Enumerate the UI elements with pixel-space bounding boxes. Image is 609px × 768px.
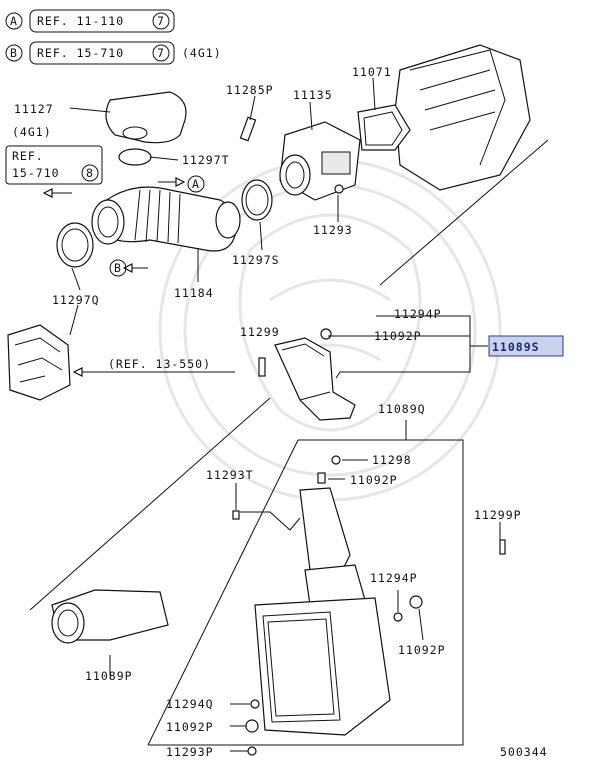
- clamp-11297t: [118, 148, 152, 166]
- ref-b[interactable]: B REF. 15-710 7 (4G1): [5, 41, 222, 65]
- ref-box-num-circle: [81, 164, 99, 182]
- clip-11298: [331, 455, 341, 465]
- intake-hose-11184: [91, 186, 241, 252]
- clamp-11297s: [241, 179, 273, 221]
- callout-b-circle: [109, 259, 127, 277]
- label-11127[interactable]: 11127: [14, 102, 54, 116]
- ref-b-circle: [5, 44, 23, 62]
- nut-11092p-right: [409, 595, 423, 609]
- ref-b-letter: B: [10, 46, 18, 60]
- label-11285p[interactable]: 11285P: [226, 83, 274, 97]
- nut-11092p-bottom: [245, 719, 259, 733]
- clip-11294q: [250, 699, 260, 709]
- label-11092p-bottom[interactable]: 11092P: [166, 720, 214, 734]
- ref-box-num: 8: [86, 166, 94, 180]
- resonator-11127: [105, 91, 187, 144]
- label-11184[interactable]: 11184: [174, 286, 214, 300]
- label-11294q[interactable]: 11294Q: [166, 697, 214, 711]
- ref-b-text: REF. 15-710: [37, 46, 124, 60]
- airflow-sensor: [279, 121, 361, 201]
- highlight-11089s: [488, 335, 564, 357]
- ref-a-letter: A: [10, 14, 18, 28]
- label-11297s[interactable]: 11297S: [232, 253, 280, 267]
- ref-box-line2: 15-710: [12, 166, 60, 180]
- label-11293[interactable]: 11293: [313, 223, 353, 237]
- label-11297q[interactable]: 11297Q: [52, 293, 100, 307]
- nut-11092p-mid: [317, 472, 326, 484]
- air-cleaner-housing: [357, 44, 531, 191]
- label-4g1: (4G1): [12, 125, 52, 139]
- label-11089q[interactable]: 11089Q: [378, 402, 426, 416]
- callout-a[interactable]: A: [187, 175, 205, 193]
- grommet-11293p: [247, 746, 257, 756]
- label-11092p-top[interactable]: 11092P: [374, 329, 422, 343]
- label-11089s[interactable]: 11089S: [492, 340, 540, 354]
- label-11135[interactable]: 11135: [293, 88, 333, 102]
- ref-box-15-710[interactable]: REF. 15-710 8: [5, 145, 103, 185]
- assembly-11089q: [254, 487, 391, 736]
- ref-box-line1: REF.: [12, 149, 44, 163]
- label-11294p-top[interactable]: 11294P: [394, 307, 442, 321]
- label-ref-13-550[interactable]: (REF. 13-550): [108, 357, 211, 371]
- label-11299[interactable]: 11299: [240, 325, 280, 339]
- label-11071[interactable]: 11071: [352, 65, 392, 79]
- clip-11294p-right: [393, 612, 403, 622]
- ref-b-frame: [29, 41, 175, 65]
- label-11089p[interactable]: 11089P: [85, 669, 133, 683]
- nut-11092p-top: [320, 328, 332, 340]
- bolt-11285p: [239, 116, 257, 142]
- ref-a-num-circle: [152, 12, 170, 30]
- label-11298[interactable]: 11298: [372, 453, 412, 467]
- bolt-11299p: [499, 539, 506, 555]
- callout-b-letter: B: [114, 261, 122, 275]
- ref-a-text: REF. 11-110: [37, 14, 124, 28]
- callout-a-circle: [187, 175, 205, 193]
- label-11293p[interactable]: 11293P: [166, 745, 214, 759]
- label-11092p-right[interactable]: 11092P: [398, 643, 446, 657]
- callout-b[interactable]: B: [109, 259, 127, 277]
- label-11092p-mid[interactable]: 11092P: [350, 473, 398, 487]
- label-11294p-right[interactable]: 11294P: [370, 571, 418, 585]
- label-11299p[interactable]: 11299P: [474, 508, 522, 522]
- ref-b-num: 7: [157, 46, 165, 60]
- throttle-body: [7, 324, 71, 401]
- ref-box-frame: [5, 145, 103, 185]
- callout-a-letter: A: [192, 177, 200, 191]
- grommet-11293: [334, 184, 344, 194]
- ref-a-circle: [5, 12, 23, 30]
- ref-a-num: 7: [157, 14, 165, 28]
- ref-b-suffix: (4G1): [182, 46, 222, 60]
- bolt-11299: [258, 357, 266, 377]
- diagram-number: 500344: [500, 745, 548, 759]
- ref-a[interactable]: A REF. 11-110 7: [5, 9, 175, 33]
- duct-11089p: [51, 589, 169, 644]
- label-11293t[interactable]: 11293T: [206, 468, 254, 482]
- grommet-11293t: [232, 510, 240, 520]
- ref-b-num-circle: [152, 44, 170, 62]
- leader-lines: [29, 77, 549, 752]
- label-11297t[interactable]: 11297T: [182, 153, 230, 167]
- air-duct-11089s: [274, 337, 356, 421]
- ref-a-frame: [29, 9, 175, 33]
